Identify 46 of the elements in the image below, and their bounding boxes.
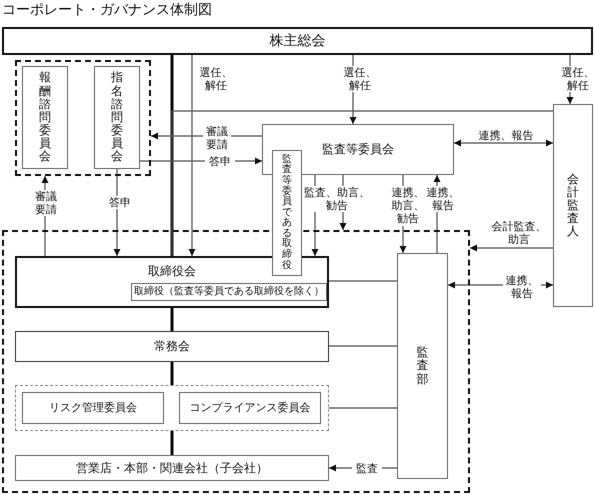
node-label: 取締役（監査等委員である取締役を除く） [134,286,324,298]
group-frame [15,60,151,176]
arrow [470,244,553,252]
node-label: 指名諮問委員会 [111,71,123,164]
edge-label: 連携、報告 [477,129,535,142]
diagram-title: コーポレート・ガバナンス体制図 [2,1,212,19]
committee-box [15,331,329,362]
connector-line [329,345,397,347]
node-label: リスク管理委員会 [49,401,137,415]
connector-line [170,431,174,455]
node-label: 営業店・本部・関連会社（子会社） [76,460,268,476]
committee-box [22,392,164,424]
group-frame [15,385,329,431]
committee-box [179,392,321,424]
department-box [397,253,448,479]
edge-label: 審議要請 [32,190,60,216]
node-label: 常務会 [154,339,190,354]
node-label: 報酬諮問委員会 [39,71,51,164]
committee-box [22,66,68,169]
node-label: 監査等委員である取締役 [282,154,292,272]
edge-label: 審議要請 [203,125,231,152]
connector-line [170,308,174,331]
edge-label: 連携、報告 [503,274,541,300]
node-label: 監査等委員会 [322,142,394,157]
connector-line [170,55,174,256]
organization-box [15,455,329,481]
edge-label: 監査 [352,462,382,476]
node-label: 株主総会 [270,32,326,50]
node-label: 取締役会 [148,264,196,278]
arrow [188,55,196,256]
committee-box [94,66,140,169]
node-label: コンプライアンス委員会 [190,401,310,415]
node-label: 会計監査人 [567,172,579,238]
connector-line [171,110,553,256]
assembly-box [2,27,593,55]
connector-line [329,407,397,409]
director-box [272,150,302,276]
auditor-box [553,104,593,307]
committee-box [262,124,454,175]
edge-label: 答申 [205,155,235,168]
connector-line [170,362,174,385]
node-label: 監査部 [416,346,428,386]
director-box [131,283,327,301]
connector-line [329,280,397,282]
arrow [454,140,553,146]
group-frame [2,230,470,493]
